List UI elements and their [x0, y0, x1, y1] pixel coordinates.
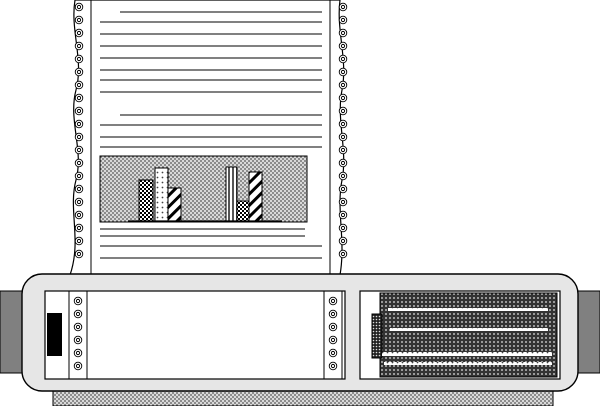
- right-platen-knob[interactable]: [574, 290, 600, 374]
- sprocket-hole: [338, 54, 348, 64]
- sprocket-hole: [74, 236, 84, 246]
- sprocket-hole: [73, 322, 83, 332]
- sprocket-hole: [74, 171, 84, 181]
- sprocket-hole: [73, 361, 83, 371]
- sprocket-hole: [74, 132, 84, 142]
- printed-chart-background: [99, 155, 308, 223]
- sprocket-hole: [74, 158, 84, 168]
- sprocket-hole: [328, 322, 338, 332]
- sprocket-hole: [73, 348, 83, 358]
- printed-chart-bar: [138, 179, 154, 222]
- control-panel-latch: [371, 313, 383, 359]
- printed-chart: [99, 155, 308, 223]
- sprocket-hole: [74, 210, 84, 220]
- sprocket-hole: [74, 93, 84, 103]
- sprocket-hole: [338, 67, 348, 77]
- sprocket-hole: [74, 119, 84, 129]
- sprocket-hole: [338, 223, 348, 233]
- printed-chart-bar: [154, 167, 169, 222]
- printed-text-lines: [100, 11, 322, 148]
- paper-sheet: [69, 0, 348, 276]
- sprocket-hole: [74, 41, 84, 51]
- sprocket-hole: [74, 67, 84, 77]
- printed-chart-bar: [248, 171, 263, 222]
- sprocket-hole: [338, 119, 348, 129]
- sprocket-hole: [74, 249, 84, 259]
- sprocket-hole: [328, 296, 338, 306]
- sprocket-hole: [338, 184, 348, 194]
- sprocket-hole: [338, 132, 348, 142]
- sprocket-hole: [338, 106, 348, 116]
- sprocket-hole: [338, 41, 348, 51]
- sprocket-hole: [74, 28, 84, 38]
- print-head: [47, 313, 62, 356]
- paper-window: [44, 290, 346, 380]
- sprocket-hole: [73, 296, 83, 306]
- sprocket-hole: [338, 158, 348, 168]
- sprocket-hole: [338, 2, 348, 12]
- sprocket-hole: [74, 15, 84, 25]
- printed-chart-bar: [236, 200, 250, 222]
- sprocket-hole: [328, 309, 338, 319]
- sprocket-hole: [74, 106, 84, 116]
- sprocket-hole: [338, 145, 348, 155]
- sprocket-hole: [338, 171, 348, 181]
- printed-chart-bar: [167, 187, 182, 222]
- sprocket-hole: [338, 210, 348, 220]
- sprocket-hole: [338, 15, 348, 25]
- sprocket-hole: [74, 2, 84, 12]
- sprocket-hole: [338, 80, 348, 90]
- sprocket-hole: [328, 348, 338, 358]
- sprocket-hole: [338, 249, 348, 259]
- sprocket-hole: [328, 335, 338, 345]
- printed-chart-bar: [225, 166, 238, 222]
- sprocket-hole: [74, 80, 84, 90]
- sprocket-hole: [73, 335, 83, 345]
- control-panel-strips: [382, 308, 552, 365]
- sprocket-hole: [74, 223, 84, 233]
- sprocket-hole: [73, 309, 83, 319]
- sprocket-hole: [338, 236, 348, 246]
- sprocket-hole: [338, 28, 348, 38]
- sprocket-hole: [74, 197, 84, 207]
- sprocket-hole: [338, 93, 348, 103]
- sprocket-hole: [74, 145, 84, 155]
- sprocket-hole: [328, 361, 338, 371]
- sprocket-hole: [74, 184, 84, 194]
- sprocket-hole: [74, 54, 84, 64]
- sprocket-hole: [338, 197, 348, 207]
- printed-text-lines-bottom: [100, 228, 322, 259]
